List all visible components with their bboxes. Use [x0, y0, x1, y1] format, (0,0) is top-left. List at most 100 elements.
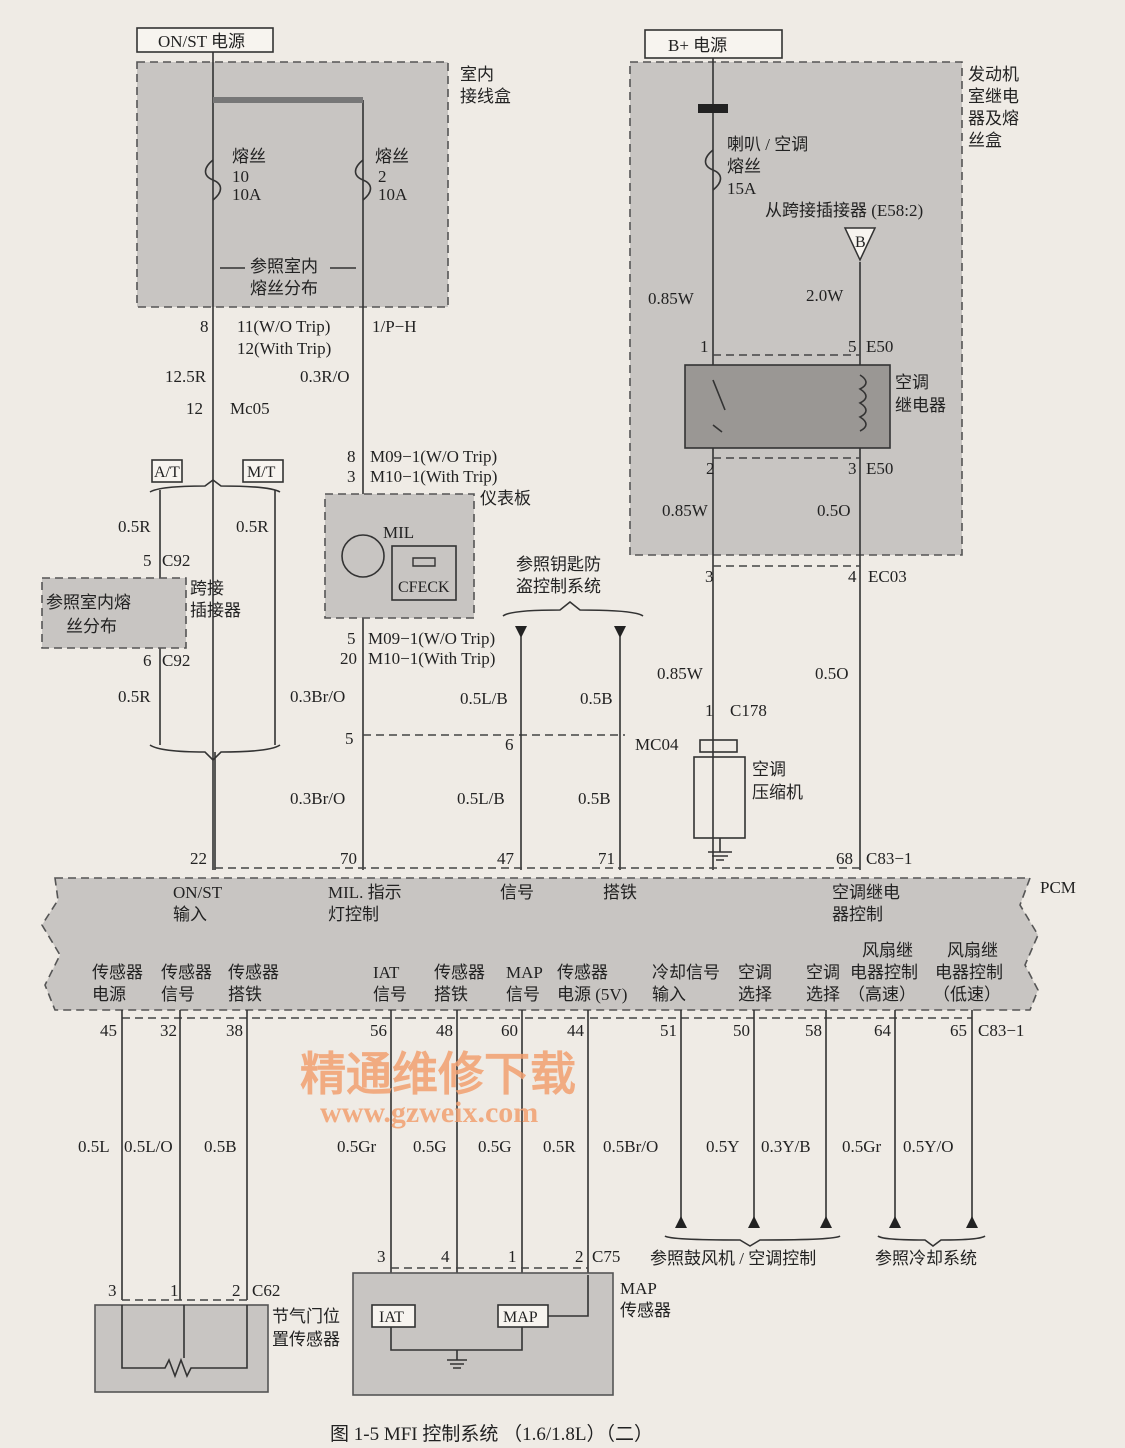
- pin-label: 4: [441, 1247, 450, 1266]
- ground-icon: [708, 838, 732, 861]
- fuse-label: 熔丝: [232, 147, 266, 166]
- label: 灯控制: [328, 905, 379, 924]
- label: 选择: [738, 985, 772, 1004]
- pin-label: 2: [706, 459, 715, 478]
- watermark-url: www.gzweix.com: [320, 1096, 538, 1129]
- map-sensor-label: MAP: [620, 1279, 657, 1298]
- pin-label: 3: [705, 567, 714, 586]
- connector-label: C75: [592, 1247, 620, 1266]
- pcm-label: PCM: [1040, 878, 1076, 897]
- fuse-label: 熔丝: [375, 147, 409, 166]
- pin-label: 68: [836, 849, 853, 868]
- connector-label: C92: [162, 551, 190, 570]
- pin-label: 1/P−H: [372, 317, 417, 336]
- pin-label: 70: [340, 849, 357, 868]
- connector-b-label: B: [855, 234, 866, 251]
- pin-label: 5: [345, 729, 354, 748]
- label: 搭铁: [228, 985, 262, 1004]
- pin-label: 6: [143, 651, 152, 670]
- pin-label: 11(W/O Trip): [237, 317, 330, 336]
- ground-terminal-icon: [675, 1216, 978, 1228]
- ground-icon: [390, 1275, 589, 1369]
- fuse-10-icon: [204, 159, 222, 201]
- label: 传感器: [161, 963, 212, 982]
- label: MAP: [506, 963, 543, 982]
- interior-junction-box: ON/ST 电源 室内 接线盒 熔丝 10 10A 熔丝 2 10A 参照室内 …: [136, 27, 511, 870]
- wire-label: 0.5R: [118, 687, 151, 706]
- ref-label: 参照室内: [250, 257, 318, 276]
- label: 60: [501, 1021, 518, 1040]
- pin-label: 3: [347, 467, 356, 486]
- pin-label: 2: [575, 1247, 584, 1266]
- label: 0.5B: [204, 1137, 237, 1156]
- connector-label: Mc05: [230, 399, 270, 418]
- label: 0.5Gr: [337, 1137, 377, 1156]
- pin-label: 8: [347, 447, 356, 466]
- label: 输入: [652, 985, 686, 1004]
- label: 0.5Y: [706, 1137, 740, 1156]
- wire-label: 0.5L/B: [457, 789, 505, 808]
- fuse-label: 10A: [378, 185, 408, 204]
- label: 电器控制: [850, 963, 918, 982]
- ref-label: 参照鼓风机 / 空调控制: [650, 1249, 816, 1268]
- fuse-label: 10: [232, 167, 249, 186]
- label: 64: [874, 1021, 892, 1040]
- joint-connector-box: [41, 577, 187, 649]
- label: 0.5G: [413, 1137, 447, 1156]
- connector-label: M09−1(W/O Trip): [370, 447, 497, 466]
- pin-label: 3: [108, 1281, 117, 1300]
- label: 45: [100, 1021, 117, 1040]
- onst-power-label-box: [136, 27, 274, 53]
- connector-label: E50: [866, 459, 893, 478]
- wire-label: 0.3Br/O: [290, 789, 345, 808]
- b-plus-power-label: B+ 电源: [668, 36, 727, 55]
- ground-terminal-icon: [515, 626, 626, 638]
- junction-box-label: 接线盒: [460, 87, 511, 106]
- label: IAT: [373, 963, 400, 982]
- ref-label: 从跨接插接器 (E58:2): [765, 201, 923, 220]
- pin-label: 22: [190, 849, 207, 868]
- compressor-label: 压缩机: [752, 783, 803, 802]
- label: 0.5Y/O: [903, 1137, 954, 1156]
- connector-label: EC03: [868, 567, 907, 586]
- label: 32: [160, 1021, 177, 1040]
- pin-label: 8: [200, 317, 209, 336]
- label: 冷却信号: [652, 963, 720, 982]
- label: （高速）: [848, 985, 916, 1004]
- pin-label: 5: [143, 551, 152, 570]
- busbar: [213, 97, 363, 103]
- compressor-label: 空调: [752, 760, 786, 779]
- wire-label: 0.3Br/O: [290, 687, 345, 706]
- label: 电源 (5V): [557, 985, 627, 1004]
- wire-label: 0.5B: [578, 789, 611, 808]
- fuse-label: 喇叭 / 空调: [727, 135, 808, 154]
- pcm-module: [41, 877, 1039, 1011]
- fuse-label: 15A: [727, 179, 757, 198]
- tps-label: 节气门位: [272, 1307, 340, 1326]
- label: （低速）: [933, 985, 1001, 1004]
- ac-compressor: [693, 756, 746, 839]
- check-engine-icon: [391, 545, 457, 601]
- fuse-label: 10A: [232, 185, 262, 204]
- label: 器控制: [832, 905, 883, 924]
- wire-label: 0.5B: [580, 689, 613, 708]
- joint-connector-label: 插接器: [190, 601, 241, 620]
- label: 空调: [738, 963, 772, 982]
- b-plus-label-box: [644, 29, 783, 59]
- fuse-15a-icon: [704, 149, 722, 191]
- label: 0.5L: [78, 1137, 110, 1156]
- throttle-position-sensor: [94, 1304, 269, 1393]
- label: 0.5G: [478, 1137, 512, 1156]
- connector-label: M10−1(With Trip): [368, 649, 495, 668]
- pin-label: 5: [848, 337, 857, 356]
- label: 空调继电: [832, 883, 900, 902]
- connector-b-icon: [843, 227, 877, 262]
- wire-label: 0.5R: [236, 517, 269, 536]
- ac-relay: [684, 364, 891, 449]
- label: 搭铁: [603, 883, 637, 902]
- label: 选择: [806, 985, 840, 1004]
- connector-label: C92: [162, 651, 190, 670]
- instrument-panel-box: [324, 493, 475, 619]
- junction-box-label: 室内: [460, 65, 494, 84]
